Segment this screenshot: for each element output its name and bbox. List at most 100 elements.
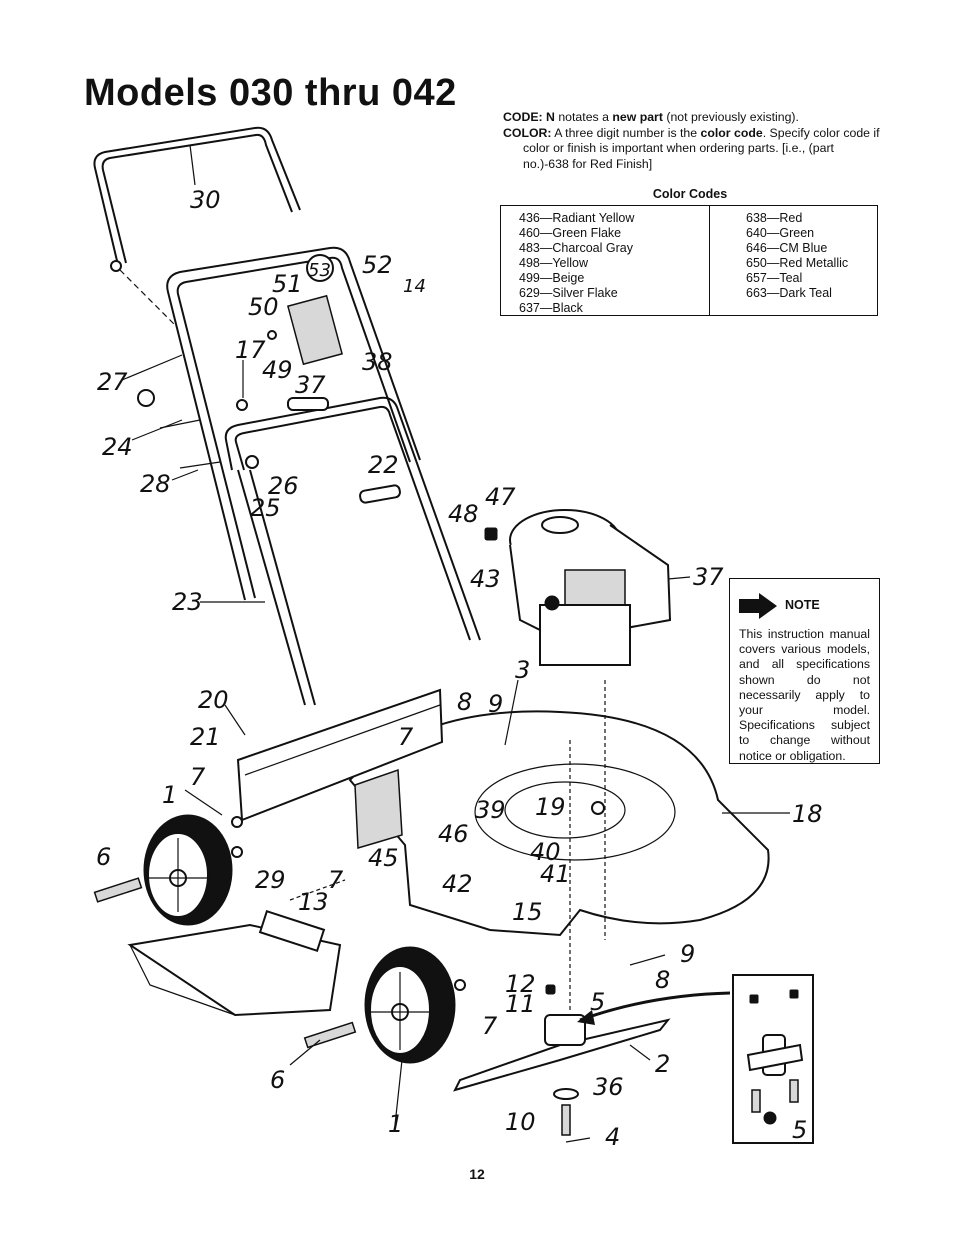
arrow-right-icon: [739, 593, 777, 619]
callout-52: 52: [362, 251, 393, 279]
color-codes-right-column: 638—Red 640—Green 646—CM Blue 650—Red Me…: [710, 206, 848, 315]
grass-deflector: [127, 910, 342, 1017]
color-codes-table: 436—Radiant Yellow 460—Green Flake 483—C…: [500, 205, 878, 316]
callout-4: 4: [605, 1123, 620, 1151]
color-text-a: A three digit number is the: [551, 125, 701, 140]
callout-12: 12: [505, 970, 536, 998]
callout-38: 38: [362, 348, 393, 376]
code-n-text-b: (not previously existing).: [662, 110, 799, 124]
callout-49: 49: [262, 356, 293, 384]
color-emphasis: color code: [700, 125, 763, 140]
note-box: NOTE This instruction manual covers vari…: [729, 578, 880, 764]
middle-handle: [166, 246, 421, 601]
leader-lines: [119, 144, 790, 1143]
callout-15: 15: [512, 898, 543, 926]
control-parts: [137, 254, 401, 504]
code-n-line: CODE: N notates a new part (not previous…: [503, 110, 881, 126]
callout-46: 46: [438, 820, 469, 848]
callout-8-upper: 8: [457, 688, 472, 716]
callouts: 30 53 52 51 14 50 17 49 37 38 27 24 28 2…: [96, 186, 823, 1151]
color-label: COLOR:: [503, 125, 552, 140]
callout-41: 41: [540, 860, 571, 888]
callout-5-blade: 5: [590, 988, 605, 1016]
color-code-item: 498—Yellow: [519, 256, 589, 270]
callout-19: 19: [535, 793, 566, 821]
callout-53: 53: [308, 260, 331, 281]
callout-40: 40: [530, 838, 561, 866]
wheel-rear-left: [93, 814, 243, 926]
callout-26: 26: [268, 472, 299, 500]
color-code-item: 657—Teal: [746, 271, 803, 285]
callout-6-front: 6: [270, 1066, 285, 1094]
callout-51: 51: [272, 270, 303, 298]
color-code-item: 663—Dark Teal: [746, 286, 832, 300]
engine: [484, 509, 672, 666]
callout-43: 43: [470, 565, 501, 593]
color-code-item: 640—Green: [746, 226, 815, 240]
note-text: This instruction manual covers various m…: [739, 627, 870, 763]
color-codes-left-column: 436—Radiant Yellow 460—Green Flake 483—C…: [501, 206, 710, 315]
color-code-item: 637—Black: [519, 301, 583, 315]
callout-14: 14: [403, 276, 426, 297]
callout-17: 17: [235, 336, 266, 364]
callout-6-rear: 6: [96, 843, 111, 871]
lower-handle: [224, 396, 481, 706]
callout-25: 25: [250, 494, 281, 522]
callout-27: 27: [97, 368, 128, 396]
color-code-item: 638—Red: [746, 211, 803, 225]
callout-7-front: 7: [482, 1012, 498, 1040]
callout-8-lower: 8: [655, 966, 670, 994]
color-text-b: . Specify color code if color or finish …: [523, 125, 880, 171]
callout-18: 18: [792, 800, 823, 828]
color-code-item: 436—Radiant Yellow: [519, 211, 635, 225]
color-code-item: 460—Green Flake: [519, 226, 622, 240]
callout-37-engine: 37: [693, 563, 724, 591]
page-number: 12: [469, 1166, 485, 1182]
note-header: NOTE: [739, 593, 870, 619]
callout-28: 28: [140, 470, 171, 498]
callout-9-upper: 9: [488, 690, 503, 718]
color-code-item: 499—Beige: [519, 271, 585, 285]
callout-7-trim: 7: [398, 723, 414, 751]
callout-21: 21: [190, 723, 221, 751]
callout-23: 23: [172, 588, 203, 616]
callout-48: 48: [448, 500, 479, 528]
color-codes-heading: Color Codes: [652, 187, 728, 201]
code-legend: CODE: N notates a new part (not previous…: [503, 110, 881, 172]
callout-30: 30: [190, 186, 221, 214]
callout-2: 2: [655, 1050, 670, 1078]
callout-10: 10: [505, 1108, 536, 1136]
callout-5-inset: 5: [792, 1116, 807, 1144]
adapter-inset: [732, 974, 814, 1144]
callout-50: 50: [248, 293, 279, 321]
code-n-emphasis: new part: [612, 110, 663, 124]
mower-deck: [348, 710, 770, 937]
rear-trim: [231, 688, 444, 849]
callout-20: 20: [198, 686, 229, 714]
wheel-front: [303, 946, 466, 1064]
color-code-item: 650—Red Metallic: [746, 256, 849, 270]
upper-handle: [93, 126, 301, 272]
code-n-label: CODE: N: [503, 110, 555, 124]
callout-22: 22: [368, 451, 399, 479]
blade-assembly: [453, 984, 671, 1136]
callout-47: 47: [485, 483, 516, 511]
callout-1-rear: 1: [162, 781, 177, 809]
color-code-item: 646—CM Blue: [746, 241, 828, 255]
callout-39: 39: [475, 796, 506, 824]
callout-1-front: 1: [388, 1110, 403, 1138]
note-heading: NOTE: [785, 598, 820, 613]
color-line: COLOR: A three digit number is the color…: [503, 126, 881, 173]
callout-42: 42: [442, 870, 473, 898]
callout-11: 11: [505, 990, 536, 1018]
callout-37-upper: 37: [295, 371, 326, 399]
callout-24: 24: [102, 433, 133, 461]
callout-45: 45: [368, 844, 399, 872]
callout-29: 29: [255, 866, 286, 894]
color-code-item: 483—Charcoal Gray: [519, 241, 633, 255]
callout-3: 3: [515, 656, 530, 684]
color-code-item: 629—Silver Flake: [519, 286, 618, 300]
callout-7-rear: 7: [190, 763, 206, 791]
callout-7-axle: 7: [328, 866, 344, 894]
